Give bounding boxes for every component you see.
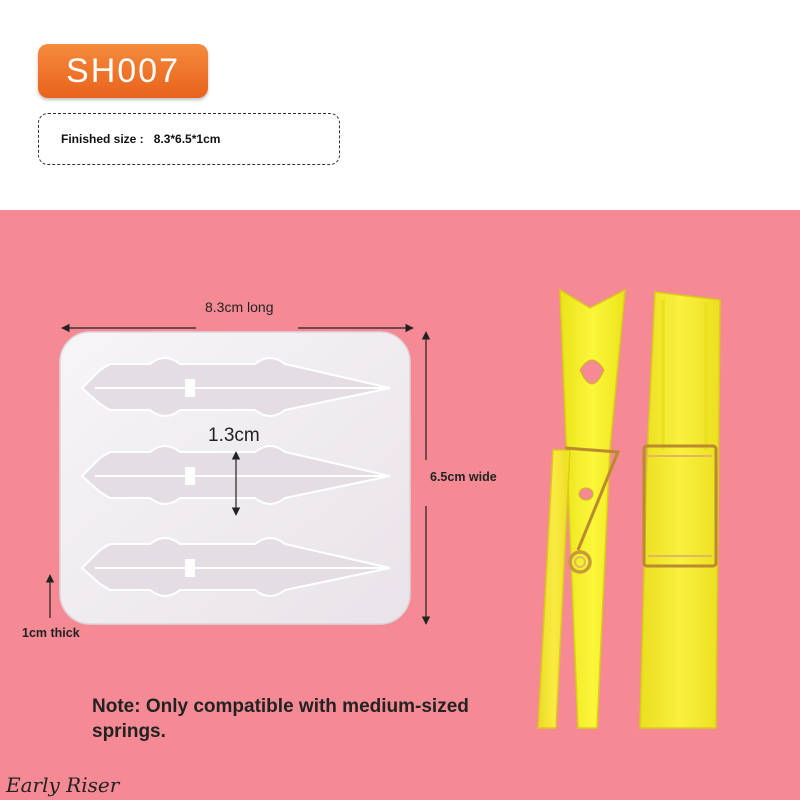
spring-band [642,444,718,568]
finished-size-label: Finished size : [61,132,144,146]
silicone-mold [59,331,411,625]
brand-watermark: Early Riser [6,773,120,797]
clothespin-side [639,291,721,729]
slot-width-label: 1.3cm [208,425,260,446]
header: SH007 Finished size : 8.3*6.5*1cm [0,0,800,210]
finished-size-value: 8.3*6.5*1cm [153,132,221,146]
length-label: 8.3cm long [205,299,274,315]
mold-cavity [80,357,391,417]
product-panel: 8.3cm long 1.3cm 6.5cm wide 1cm thick No… [0,210,800,800]
metal-spring [564,446,621,574]
clothespin-front [537,288,626,729]
width-label: 6.5cm wide [430,470,497,484]
finished-size-box: Finished size : 8.3*6.5*1cm [38,113,340,165]
thickness-label: 1cm thick [22,626,80,640]
compatibility-note: Note: Only compatible with medium-sized … [92,696,469,742]
mold-cavity [80,537,391,597]
sku-badge: SH007 [38,44,208,98]
product-illustration [45,288,721,729]
